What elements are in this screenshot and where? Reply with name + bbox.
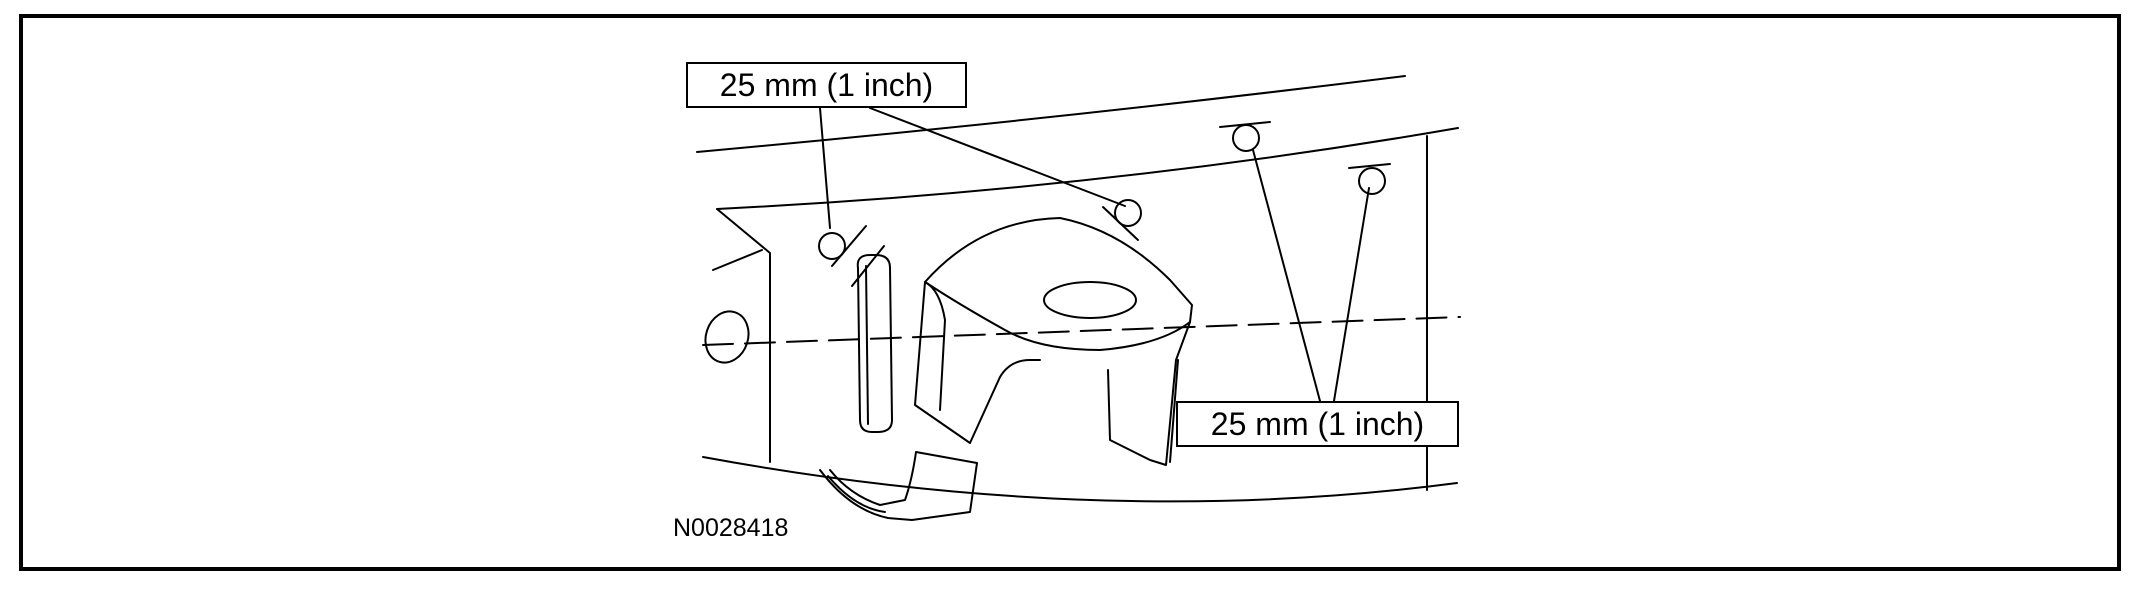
rail-second-edge [716, 127, 1459, 210]
hook-right-leg [1107, 321, 1191, 466]
leader-top-right [869, 107, 1126, 207]
dimension-callout-top: 25 mm (1 inch) [686, 62, 967, 108]
center-dashed-line [702, 316, 1461, 346]
vertical-slot [856, 254, 893, 433]
bottom-clip [819, 451, 978, 521]
leader-top-left [819, 107, 831, 229]
diagram-frame [19, 14, 2121, 571]
weld-mark-2 [1114, 199, 1142, 227]
rail-left-end [716, 208, 771, 463]
rail-hole [704, 310, 750, 364]
rail-bottom-edge [702, 456, 1458, 503]
weld-mark-3 [1232, 124, 1260, 152]
figure-id: N0028418 [673, 514, 789, 542]
weld-mark-4 [1358, 167, 1386, 195]
hook-left-face [924, 281, 946, 411]
bottom-clip-inner [827, 475, 886, 513]
leader-right-b [1333, 187, 1370, 402]
hook-right-face [1169, 359, 1179, 463]
dimension-callout-right: 25 mm (1 inch) [1176, 401, 1459, 447]
slot-shadow [865, 265, 869, 425]
hook-eye [1043, 281, 1137, 319]
leader-right-a [1252, 149, 1321, 402]
rail-left-lip [712, 249, 763, 271]
rail-upper-edge [696, 75, 1406, 153]
weld-mark-1 [818, 232, 846, 260]
hook-top [924, 217, 1193, 351]
hook-left-leg [914, 281, 1041, 444]
